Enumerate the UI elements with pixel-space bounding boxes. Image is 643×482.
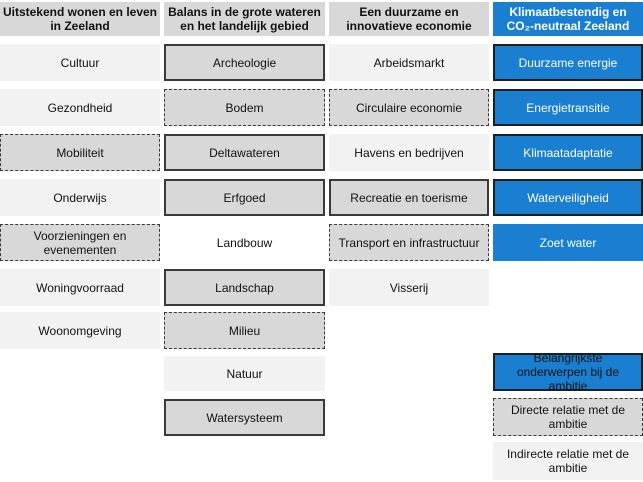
- topic-onderwijs: Onderwijs: [0, 179, 160, 216]
- topic-cultuur: Cultuur: [0, 44, 160, 81]
- topic-havens-en-bedrijven: Havens en bedrijven: [329, 134, 489, 171]
- topic-mobiliteit: Mobiliteit: [0, 134, 160, 171]
- topic-gezondheid: Gezondheid: [0, 89, 160, 126]
- topic-waterveiligheid: Waterveiligheid: [493, 179, 643, 216]
- topic-milieu: Milieu: [164, 312, 325, 349]
- topic-woonomgeving: Woonomgeving: [0, 312, 160, 349]
- topic-landschap: Landschap: [164, 269, 325, 306]
- topic-watersysteem: Watersysteem: [164, 399, 325, 436]
- topic-deltawateren: Deltawateren: [164, 134, 325, 171]
- column-header-wateren: Balans in de grote wateren en het landel…: [164, 2, 325, 36]
- legend-direct: Directe relatie met de ambitie: [493, 398, 643, 436]
- column-header-economie: Een duurzame en innovatieve economie: [329, 2, 489, 36]
- column-header-wonen: Uitstekend wonen en leven in Zeeland: [0, 2, 160, 36]
- topic-bodem: Bodem: [164, 89, 325, 126]
- topic-voorzieningen-en-evenementen: Voorzieningen en evenementen: [0, 224, 160, 261]
- topic-zoet-water: Zoet water: [493, 224, 643, 261]
- topic-natuur: Natuur: [164, 356, 325, 391]
- topic-energietransitie: Energietransitie: [493, 89, 643, 126]
- topic-erfgoed: Erfgoed: [164, 179, 325, 216]
- topic-transport-en-infrastructuur: Transport en infrastructuur: [329, 224, 489, 261]
- topic-archeologie: Archeologie: [164, 44, 325, 81]
- topic-duurzame-energie: Duurzame energie: [493, 44, 643, 81]
- topic-visserij: Visserij: [329, 269, 489, 306]
- legend-indirect: Indirecte relatie met de ambitie: [493, 442, 643, 480]
- legend-primary: Belangrijkste onderwerpen bij de ambitie: [493, 351, 643, 393]
- topic-landbouw: Landbouw: [164, 224, 325, 261]
- topic-recreatie-en-toerisme: Recreatie en toerisme: [329, 179, 489, 216]
- topic-woningvoorraad: Woningvoorraad: [0, 269, 160, 306]
- column-header-klimaat: Klimaatbestendig en CO₂-neutraal Zeeland: [493, 2, 643, 36]
- topic-klimaatadaptatie: Klimaatadaptatie: [493, 134, 643, 171]
- topic-circulaire-economie: Circulaire economie: [329, 89, 489, 126]
- topic-arbeidsmarkt: Arbeidsmarkt: [329, 44, 489, 81]
